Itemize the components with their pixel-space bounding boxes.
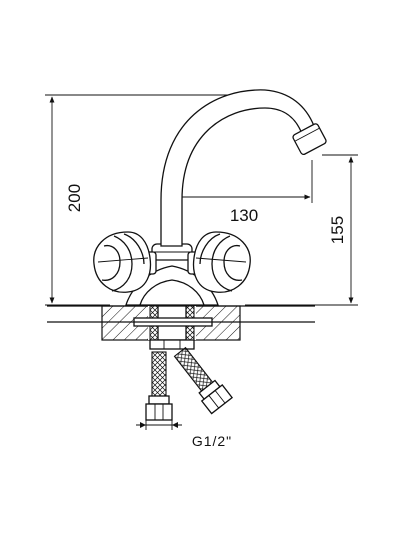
dimension-label-200: 200 xyxy=(65,184,84,212)
flexible-hose-right xyxy=(173,346,234,415)
countertop-section xyxy=(47,305,315,350)
flexible-hose-left xyxy=(145,351,173,421)
thread-size-label: G1/2" xyxy=(192,433,232,449)
dimension-reach: 130 xyxy=(175,160,313,225)
dimension-spout-height: 155 xyxy=(245,154,358,306)
dimension-label-130: 130 xyxy=(230,206,258,225)
left-valve-handle xyxy=(93,231,157,293)
faucet-spout xyxy=(160,89,327,247)
right-valve-handle xyxy=(187,231,251,293)
dimension-label-155: 155 xyxy=(328,216,347,244)
thread-dimension: G1/2" xyxy=(136,420,232,449)
